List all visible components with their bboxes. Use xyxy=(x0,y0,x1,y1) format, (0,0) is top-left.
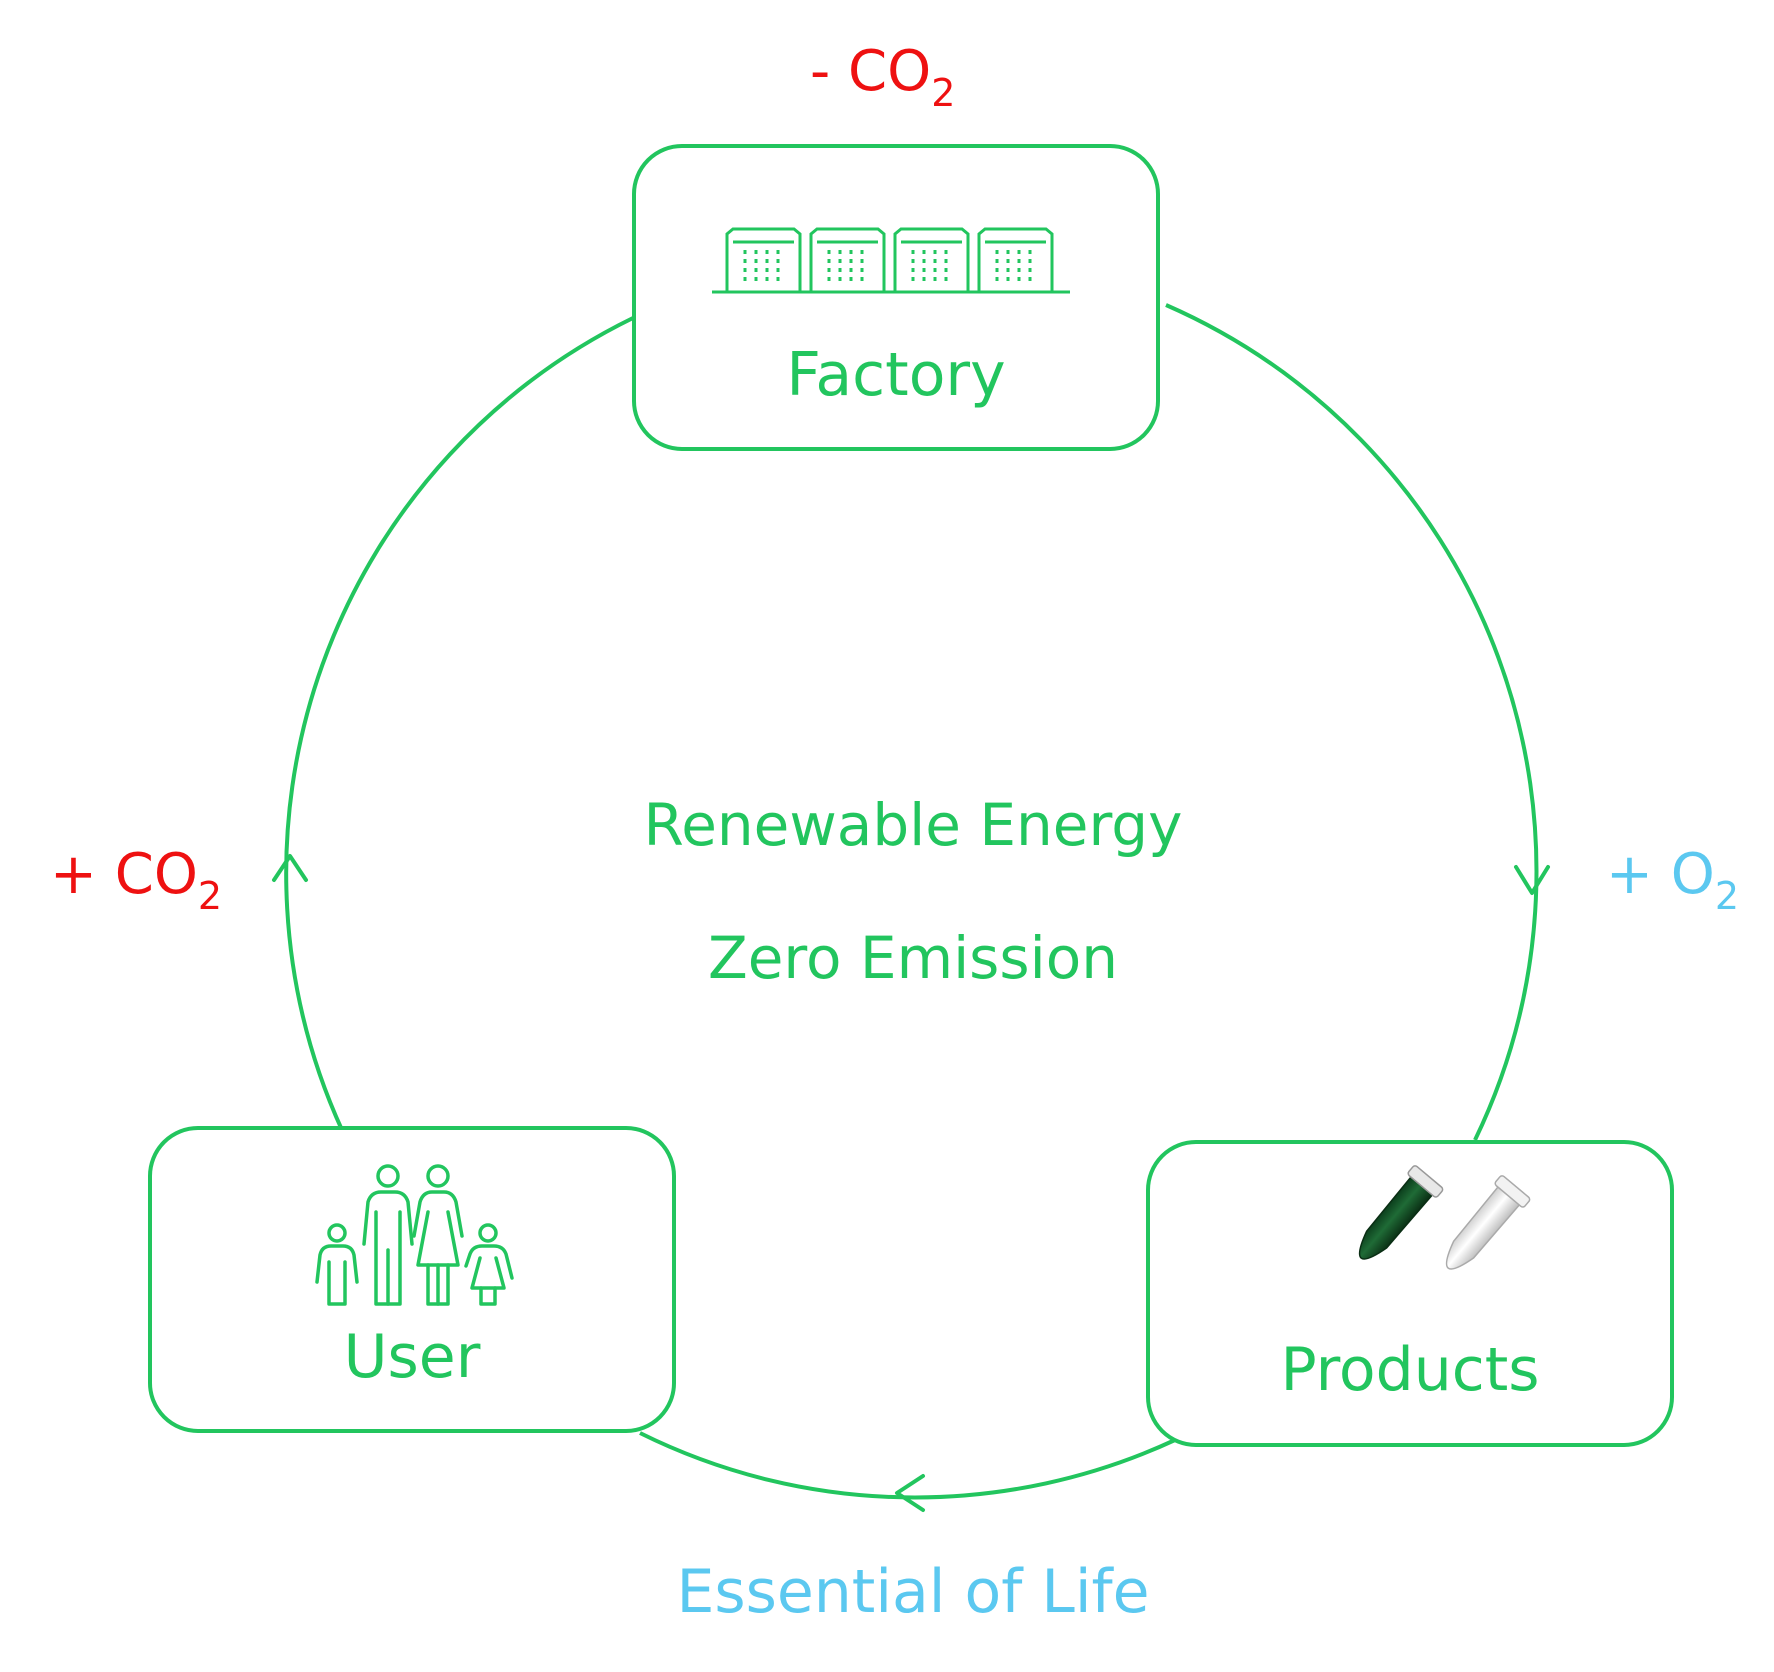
products-box xyxy=(1146,1140,1674,1447)
center-line-2: Zero Emission xyxy=(708,924,1118,992)
test-tubes-icon xyxy=(1358,1165,1531,1270)
center-line-1: Renewable Energy xyxy=(644,791,1183,859)
arc-user-to-factory xyxy=(284,316,634,1131)
user-label: User xyxy=(344,1322,481,1392)
cycle-arrowheads xyxy=(272,854,1550,1512)
arrowhead-left-bottom xyxy=(895,1474,925,1512)
family-icon xyxy=(315,1164,514,1306)
products-node: Products xyxy=(1146,1140,1674,1447)
arrowhead-up-left xyxy=(272,854,308,882)
annotation-top-main: CO xyxy=(848,39,931,104)
arrowhead-down-right xyxy=(1514,865,1550,895)
factory-node: Factory xyxy=(632,144,1160,451)
user-box xyxy=(148,1126,676,1433)
annotation-top: - CO2 xyxy=(810,39,955,115)
annotation-left-sign: + xyxy=(50,842,115,907)
user-node: User xyxy=(148,1126,676,1433)
factory-buildings-icon xyxy=(712,227,1070,294)
factory-box xyxy=(632,144,1160,451)
products-label: Products xyxy=(1280,1335,1539,1405)
annotation-left: + CO2 xyxy=(50,842,222,918)
annotation-left-sub: 2 xyxy=(198,874,222,918)
annotation-right-main: O xyxy=(1671,842,1715,907)
arc-factory-to-products xyxy=(1165,303,1539,1141)
annotation-right-sub: 2 xyxy=(1715,874,1739,918)
annotation-top-sub: 2 xyxy=(931,71,955,115)
annotation-right: + O2 xyxy=(1606,842,1739,918)
annotation-right-sign: + xyxy=(1606,842,1671,907)
factory-label: Factory xyxy=(786,340,1005,410)
annotation-left-main: CO xyxy=(115,842,198,907)
annotation-top-sign: - xyxy=(810,39,848,104)
annotation-bottom: Essential of Life xyxy=(676,1557,1149,1627)
